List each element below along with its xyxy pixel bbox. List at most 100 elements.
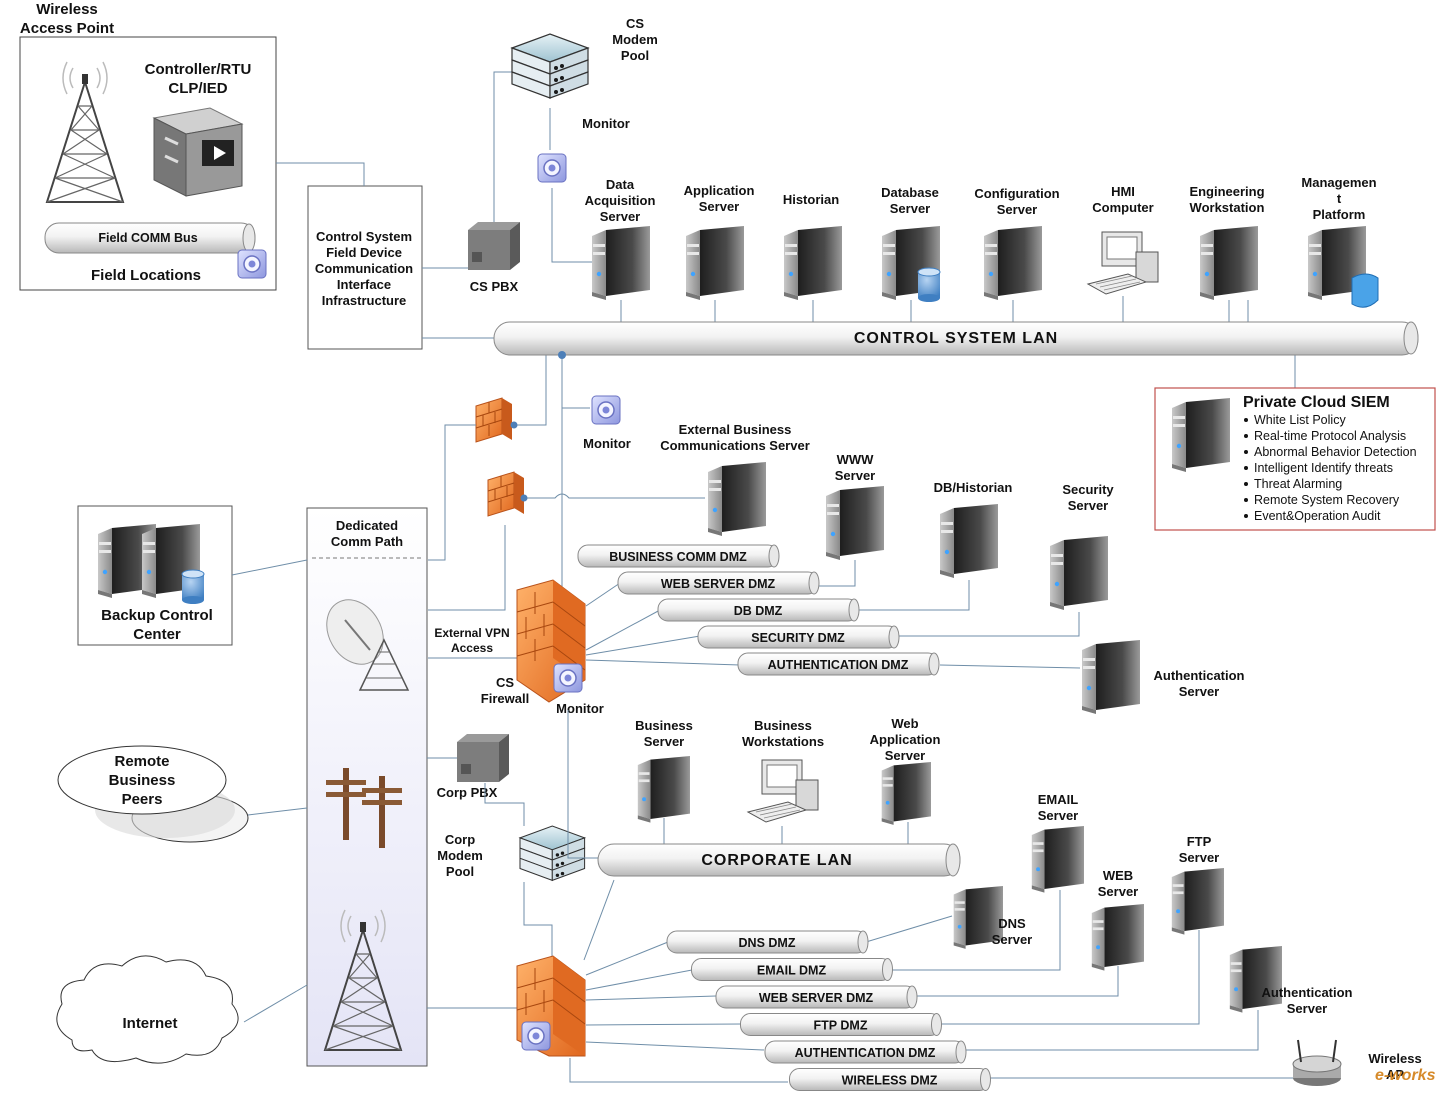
utility-poles-icon — [326, 768, 402, 848]
field-locations-label: Field Locations — [91, 267, 201, 284]
dmz-pipe-label: AUTHENTICATION DMZ — [768, 658, 909, 672]
config-server-label-2: Server — [997, 202, 1037, 217]
internet-cloud: Internet — [56, 955, 239, 1064]
ftp-server-icon — [1171, 868, 1224, 935]
web-server-icon — [1091, 904, 1144, 971]
remote-business-peers: Remote Business Peers — [57, 745, 249, 843]
watermark-logo: e-works — [1375, 1067, 1436, 1084]
cs-modem-pool-icon — [511, 33, 589, 99]
left-connectors — [231, 559, 518, 1023]
email-server-label-2: Server — [1038, 808, 1078, 823]
auth-server-2-label-2: Server — [1287, 1001, 1327, 1016]
hmi-computer-icon — [1087, 231, 1159, 295]
dmz-pipe-label: DB DMZ — [734, 604, 783, 618]
ext-vpn-label-1: External VPN — [434, 626, 509, 640]
dns-server-label-2: Server — [992, 932, 1032, 947]
historian-label: Historian — [783, 192, 839, 207]
app-server-label-1: Application — [684, 183, 755, 198]
siem-server-icon — [1172, 398, 1230, 472]
lower-dmz-connectors — [569, 890, 1294, 1083]
mgmt-label-3: Platform — [1313, 207, 1366, 222]
dmz-pipe-label: WIRELESS DMZ — [842, 1074, 938, 1088]
wireless-ap-bottom-label-2: AP — [1386, 1067, 1404, 1082]
dmz-pipe: WEB SERVER DMZ — [617, 571, 820, 595]
siem-bullet — [1244, 482, 1248, 486]
biz-ws-label-1: Business — [754, 718, 812, 733]
controller-rtu-icon — [152, 107, 244, 197]
corp-pbx-icon — [457, 734, 509, 782]
dmz-pipe-label: EMAIL DMZ — [757, 964, 827, 978]
daq-server-icon — [592, 226, 650, 300]
cs-modem-pool-label-1: CS — [626, 16, 644, 31]
db-server-label-1: Database — [881, 185, 939, 200]
siem-item: Intelligent Identify threats — [1254, 461, 1393, 475]
top-monitor-label: Monitor — [582, 116, 630, 131]
mgmt-label-1: Managemen — [1301, 175, 1376, 190]
control-lan-drops — [620, 296, 1296, 388]
dedicated-comm-path: Dedicated Comm Path — [306, 507, 428, 1067]
private-cloud-siem-box: Private Cloud SIEM White List PolicyReal… — [1154, 387, 1436, 531]
corp-modem-pool-icon — [519, 825, 586, 881]
web-server-label-1: WEB — [1103, 868, 1133, 883]
cs-pbx-icon — [468, 222, 520, 270]
app-server-icon — [686, 226, 744, 300]
upper-dmz-connectors — [585, 560, 1081, 669]
corp-firewall-monitor-icon — [521, 1021, 551, 1051]
dmz-pipe-label: WEB SERVER DMZ — [661, 577, 776, 591]
backup-label-2: Center — [133, 626, 181, 643]
remote-peers-label-3: Peers — [122, 791, 163, 808]
ftp-server-label-1: FTP — [1187, 834, 1212, 849]
web-app-label-3: Server — [885, 748, 925, 763]
historian-server-icon — [784, 226, 842, 300]
control-lan-label: CONTROL SYSTEM LAN — [854, 330, 1058, 347]
web-app-server-icon — [881, 762, 931, 825]
siem-item: Remote System Recovery — [1254, 493, 1400, 507]
satellite-dish-icon — [326, 599, 410, 691]
cs-comm-label-5: Infrastructure — [322, 293, 407, 308]
dmz-pipe: WEB SERVER DMZ — [715, 985, 918, 1009]
dmz-pipe: DB DMZ — [657, 598, 860, 622]
db-cylinder-icon — [917, 267, 941, 302]
dmz-pipe: BUSINESS COMM DMZ — [577, 544, 780, 568]
dmz-pipe-label: SECURITY DMZ — [751, 631, 845, 645]
eng-ws-label-1: Engineering — [1189, 184, 1264, 199]
corp-modem-label-3: Pool — [446, 864, 474, 879]
www-server-label-1: WWW — [837, 452, 875, 467]
dmz-pipe: AUTHENTICATION DMZ — [764, 1040, 967, 1064]
siem-item: Threat Alarming — [1254, 477, 1342, 491]
cs-modem-pool-label-2: Modem — [612, 32, 658, 47]
dedicated-label-1: Dedicated — [336, 518, 398, 533]
controller-label-1: Controller/RTU — [145, 61, 252, 78]
wireless-ap-label-1: Wireless — [36, 1, 98, 18]
upper-dmz-pipes: BUSINESS COMM DMZ WEB SERVER DMZ DB DMZ SEC… — [577, 544, 940, 676]
security-server-label-2: Server — [1068, 498, 1108, 513]
dmz-pipe: AUTHENTICATION DMZ — [737, 652, 940, 676]
cs-lower-firewall-icon — [487, 471, 525, 517]
ext-vpn-label-2: Access — [451, 641, 493, 655]
field-locations-group: Wireless Access Point Controller/RTU CLP… — [19, 1, 277, 291]
cs-firewall-label-2: Firewall — [481, 691, 529, 706]
cs-comm-label-4: Interface — [337, 277, 391, 292]
web-server-label-2: Server — [1098, 884, 1138, 899]
cs-upper-firewall-icon — [475, 397, 513, 443]
field-comm-bus: Field COMM Bus — [44, 222, 256, 254]
ext-biz-label-2: Communications Server — [660, 438, 810, 453]
mgmt-shield-icon — [1351, 273, 1379, 308]
siem-bullet — [1244, 434, 1248, 438]
dns-server-label-1: DNS — [998, 916, 1026, 931]
backup-label-1: Backup Control — [101, 607, 213, 624]
auth-server-2-label-1: Authentication — [1262, 985, 1353, 1000]
mid-monitor-icon — [591, 395, 621, 425]
siem-bullet — [1244, 418, 1248, 422]
siem-bullet — [1244, 466, 1248, 470]
control-system-lan: CONTROL SYSTEM LAN — [493, 321, 1419, 359]
dmz-pipe-label: BUSINESS COMM DMZ — [609, 550, 747, 564]
ftp-server-label-2: Server — [1179, 850, 1219, 865]
cs-comm-label-1: Control System — [316, 229, 412, 244]
mgmt-label-2: t — [1337, 191, 1342, 206]
corporate-lan: CORPORATE LAN — [597, 843, 961, 877]
dmz-pipe: WIRELESS DMZ — [789, 1068, 991, 1091]
dmz-pipe: EMAIL DMZ — [691, 958, 893, 981]
biz-ws-label-2: Workstations — [742, 734, 824, 749]
